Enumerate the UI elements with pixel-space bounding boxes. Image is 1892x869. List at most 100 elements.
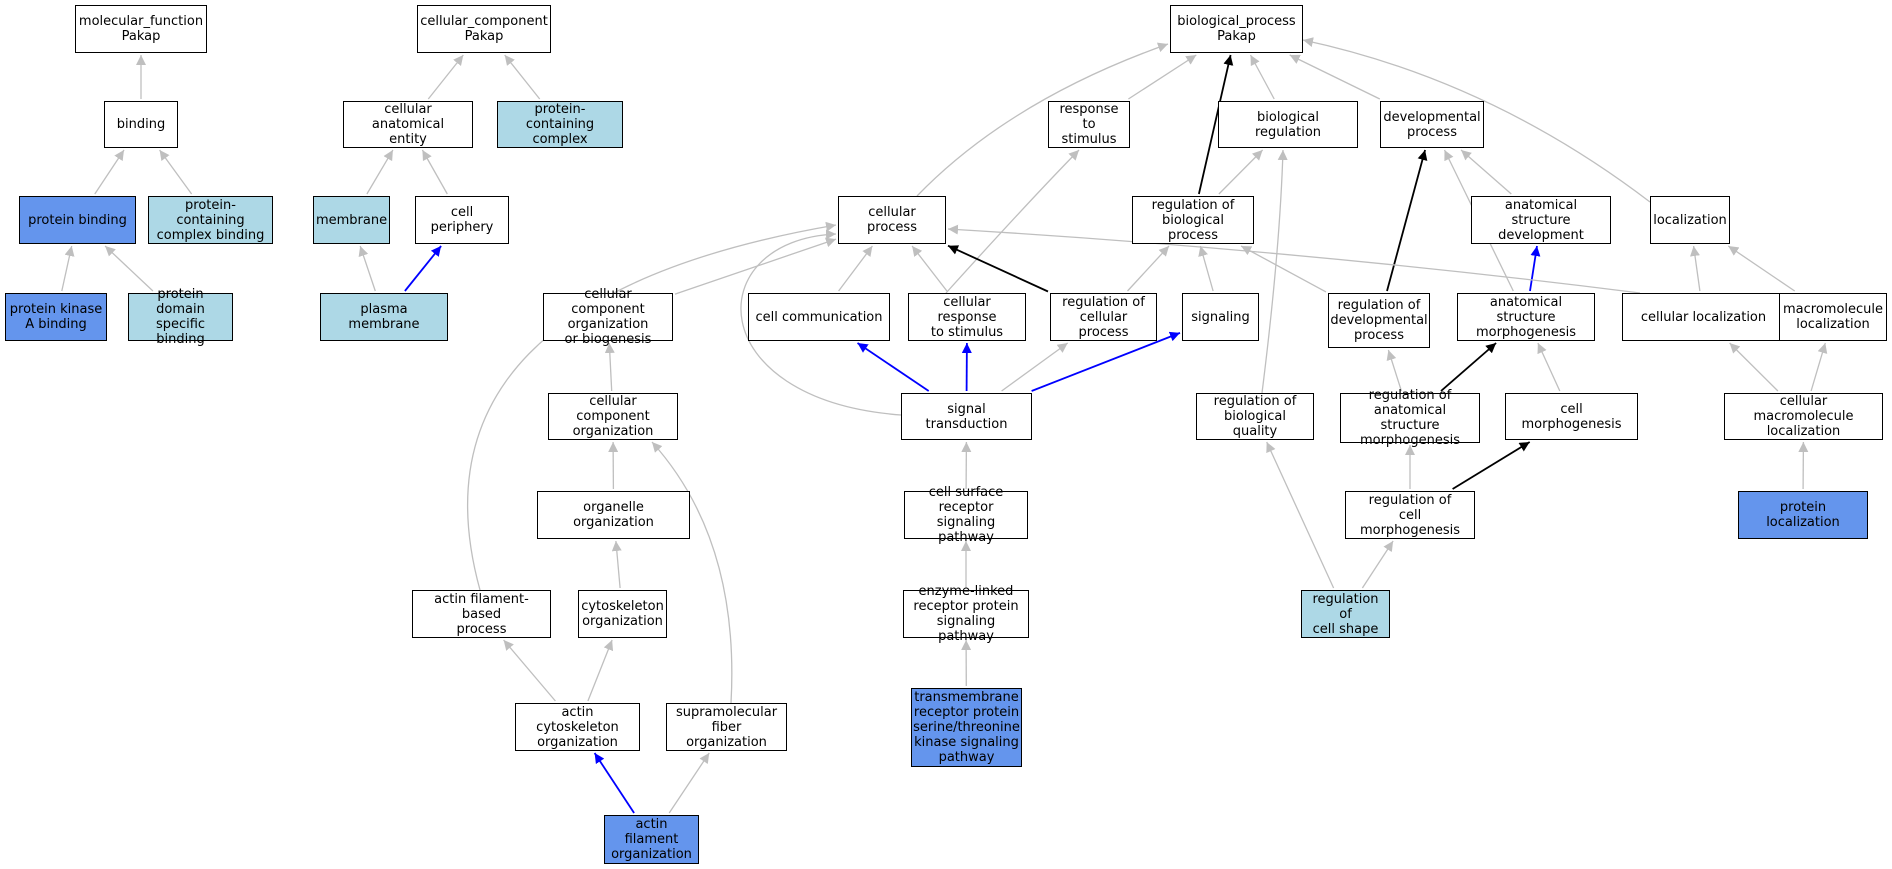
node-cell-surface-receptor: cell surface receptor signaling pathway — [904, 485, 1028, 545]
node-macromol-localization: macromolecule localization — [1779, 293, 1887, 341]
edge-plasma-membrane-to-cell-periphery — [404, 245, 442, 292]
edge-cellular-process-to-bp-pakap — [916, 42, 1169, 197]
edge-reg-anat-struct-morph-to-anat-struct-morph — [1440, 342, 1497, 392]
node-reg-cell-morph: regulation of cell morphogenesis — [1345, 491, 1475, 539]
node-supramolecular-fiber: supramolecular fiber organization — [666, 703, 787, 751]
node-pka-binding: protein kinase A binding — [5, 293, 107, 341]
node-reg-cell-process: regulation of cellular process — [1050, 293, 1157, 341]
node-cell-response-stimulus: cellular response to stimulus — [908, 293, 1026, 341]
edge-cell-macromol-localization-to-cell-localization — [1729, 342, 1779, 392]
node-cc-org-biogenesis: cellular component organization or bioge… — [543, 287, 673, 347]
node-cell-localization: cellular localization — [1622, 293, 1785, 341]
edge-reg-dev-process-to-reg-bio-process — [1240, 245, 1327, 293]
edge-cell-localization-to-localization — [1690, 245, 1701, 292]
node-protein-localization: protein localization — [1738, 491, 1868, 539]
node-membrane: membrane — [313, 196, 390, 244]
edge-reg-bio-process-to-bio-regulation — [1218, 149, 1264, 195]
node-actin-filament-based: actin filament-based process — [412, 590, 551, 638]
edge-actin-cytoskeleton-org-to-actin-filament-based — [503, 639, 556, 702]
edge-anat-struct-morph-to-anat-struct-dev — [1529, 245, 1541, 292]
edge-macromol-localization-to-localization — [1727, 245, 1796, 292]
edge-cell-periphery-to-cell-anat-entity — [421, 149, 448, 195]
node-cellular-process: cellular process — [838, 196, 946, 244]
edge-domain-binding-to-protein-binding — [104, 245, 154, 292]
edge-reg-cell-morph-to-cell-morphogenesis — [1452, 441, 1531, 490]
edge-signal-transduction-to-cell-communication — [856, 342, 930, 392]
node-response-stimulus: response to stimulus — [1048, 101, 1130, 148]
edge-cytoskeleton-org-to-organelle-organization — [611, 540, 622, 589]
edge-actin-filament-based-to-cellular-process — [466, 221, 837, 591]
node-bio-regulation: biological regulation — [1218, 101, 1358, 148]
node-cc-organization: cellular component organization — [548, 393, 678, 440]
node-reg-cell-shape: regulation of cell shape — [1301, 590, 1390, 638]
edge-reg-dev-process-to-dev-process — [1386, 149, 1428, 292]
edge-anat-struct-dev-to-dev-process — [1460, 149, 1512, 195]
node-anat-struct-dev: anatomical structure development — [1471, 196, 1611, 244]
edge-cell-anat-entity-to-cc-pakap — [427, 54, 464, 100]
edge-localization-to-bp-pakap — [1302, 37, 1651, 203]
node-actin-filament-org: actin filament organization — [604, 815, 699, 864]
node-protein-complex-binding: protein-containing complex binding — [148, 196, 273, 244]
edge-reg-cell-shape-to-reg-bio-quality — [1266, 441, 1335, 589]
edge-cell-response-stimulus-to-cellular-process — [911, 245, 948, 292]
edge-cell-macromol-localization-to-macromol-localization — [1810, 342, 1828, 392]
node-reg-bio-quality: regulation of biological quality — [1196, 393, 1314, 440]
edge-reg-anat-struct-morph-to-reg-dev-process — [1386, 349, 1403, 392]
edge-reg-bio-process-to-bp-pakap — [1198, 54, 1234, 195]
edge-cc-organization-to-cc-org-biogenesis — [604, 342, 615, 392]
edge-protein-complex-binding-to-binding — [159, 149, 193, 195]
node-cc-pakap: cellular_component Pakap — [417, 5, 551, 53]
edge-signal-transduction-to-cellular-process — [740, 229, 902, 416]
edge-pka-binding-to-protein-binding — [61, 245, 75, 292]
node-cell-anat-entity: cellular anatomical entity — [343, 101, 473, 148]
edge-cell-localization-to-cellular-process — [947, 224, 1641, 294]
node-signal-transduction: signal transduction — [901, 393, 1032, 440]
edge-signal-transduction-to-signaling — [1031, 331, 1181, 392]
node-protein-binding: protein binding — [19, 196, 136, 244]
node-bp-pakap: biological_process Pakap — [1170, 5, 1303, 53]
node-cell-macromol-localization: cellular macromolecule localization — [1724, 393, 1883, 440]
node-protein-complex: protein-containing complex — [497, 101, 623, 148]
edge-membrane-to-cell-anat-entity — [366, 149, 394, 195]
node-actin-cytoskeleton-org: actin cytoskeleton organization — [515, 703, 640, 751]
edge-supramolecular-fiber-to-cc-organization — [651, 441, 733, 704]
node-enzyme-linked: enzyme-linked receptor protein signaling… — [903, 584, 1029, 644]
edge-reg-cell-process-to-reg-bio-process — [1127, 245, 1170, 292]
edge-cell-communication-to-cellular-process — [838, 245, 873, 292]
node-reg-dev-process: regulation of developmental process — [1328, 293, 1430, 348]
edge-actin-filament-org-to-supramolecular-fiber — [668, 752, 710, 814]
node-organelle-organization: organelle organization — [537, 491, 690, 539]
node-signaling: signaling — [1182, 293, 1259, 341]
edge-actin-cytoskeleton-org-to-cytoskeleton-org — [587, 639, 614, 702]
node-anat-struct-morph: anatomical structure morphogenesis — [1457, 293, 1595, 341]
node-cell-morphogenesis: cell morphogenesis — [1505, 393, 1638, 440]
edge-cc-org-biogenesis-to-cellular-process — [674, 237, 837, 295]
edge-reg-cell-shape-to-reg-cell-morph — [1361, 540, 1394, 589]
edge-reg-bio-quality-to-bio-regulation — [1261, 149, 1288, 394]
edge-reg-cell-process-to-cellular-process — [947, 244, 1049, 293]
edge-response-stimulus-to-bp-pakap — [1128, 54, 1197, 100]
node-binding: binding — [104, 101, 178, 148]
node-transmembrane-receptor: transmembrane receptor protein serine/th… — [911, 688, 1022, 767]
node-mf-pakap: molecular_function Pakap — [75, 5, 207, 53]
node-cell-communication: cell communication — [748, 293, 890, 341]
edge-cell-morphogenesis-to-anat-struct-morph — [1537, 342, 1561, 392]
edge-signal-transduction-to-reg-cell-process — [1001, 342, 1069, 392]
edge-actin-filament-org-to-actin-cytoskeleton-org — [593, 752, 635, 814]
node-domain-binding: protein domain specific binding — [128, 287, 233, 347]
edge-protein-binding-to-binding — [94, 149, 125, 195]
edge-protein-complex-to-cc-pakap — [504, 54, 541, 100]
edge-cell-response-stimulus-to-response-stimulus — [945, 149, 1080, 294]
node-cytoskeleton-org: cytoskeleton organization — [578, 590, 667, 638]
edge-plasma-membrane-to-membrane — [358, 245, 376, 292]
node-reg-anat-struct-morph: regulation of anatomical structure morph… — [1340, 388, 1480, 448]
edge-dev-process-to-bp-pakap — [1289, 54, 1381, 100]
node-localization: localization — [1650, 196, 1730, 244]
node-plasma-membrane: plasma membrane — [320, 293, 448, 341]
node-dev-process: developmental process — [1380, 101, 1484, 148]
edge-bio-regulation-to-bp-pakap — [1249, 54, 1275, 100]
node-reg-bio-process: regulation of biological process — [1132, 196, 1254, 244]
node-cell-periphery: cell periphery — [415, 196, 509, 244]
